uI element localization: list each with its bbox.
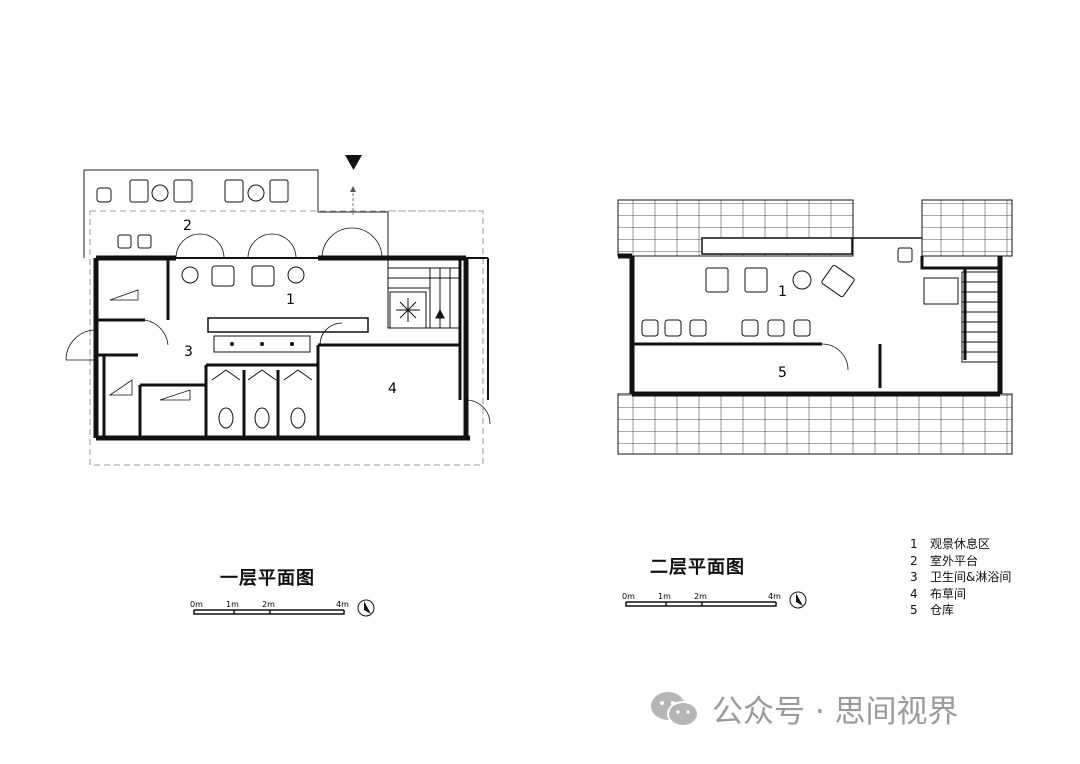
- floor1-scale-tick-3: 4m: [336, 600, 349, 609]
- floor1-scale-bar: 0m 1m 2m 4m: [190, 599, 375, 617]
- entrance-arrow-icon: [345, 155, 362, 170]
- floor1-plan: 1 2 3 4: [65, 155, 491, 466]
- floor1-scale-tick-0: 0m: [190, 600, 203, 609]
- floor2-room-number-1: 1: [778, 284, 787, 300]
- plant-icon: [396, 298, 420, 322]
- floor1-walls: [93, 255, 470, 441]
- floor2-furniture: [641, 247, 913, 337]
- room-number-1: 1: [286, 292, 295, 308]
- floor2-scale-tick-2: 2m: [694, 592, 707, 601]
- indoor-furniture: [181, 265, 305, 287]
- platform-doors: [175, 227, 383, 259]
- floor2-title: 二层平面图: [650, 557, 745, 578]
- floor1-stair: [387, 257, 461, 329]
- floor2-scale-tick-1: 1m: [658, 592, 671, 601]
- watermark-text: 公众号 · 思间视界: [712, 694, 959, 730]
- floor1-title: 一层平面图: [220, 568, 315, 589]
- outdoor-furniture: [96, 179, 289, 249]
- vanity: [213, 335, 311, 353]
- floor2-plan: 1 5: [617, 199, 1013, 455]
- watermark: 公众号 · 思间视界: [648, 686, 959, 731]
- north-arrow-icon: [789, 591, 807, 609]
- roof-tiles-top-right: [921, 199, 1013, 257]
- floor1-scale-tick-2: 2m: [262, 600, 275, 609]
- roof-tiles-bottom: [617, 393, 1013, 455]
- room-number-4: 4: [388, 381, 397, 397]
- north-arrow-icon: [357, 599, 375, 617]
- floor2-stair: [961, 271, 999, 363]
- floor2-scale-tick-0: 0m: [622, 592, 635, 601]
- floor1-scale-tick-1: 1m: [226, 600, 239, 609]
- counter: [207, 317, 369, 333]
- room-number-2: 2: [183, 218, 192, 234]
- site-boundary: [89, 210, 484, 466]
- floor2-scale-tick-3: 4m: [768, 592, 781, 601]
- floor2-scale-bar: 0m 1m 2m 4m: [622, 591, 807, 609]
- floor2-room-number-5: 5: [778, 365, 787, 381]
- wechat-icon: [651, 691, 699, 727]
- outdoor-platform-outline: [84, 169, 389, 258]
- room-number-3: 3: [184, 344, 193, 360]
- toilets: [211, 369, 313, 429]
